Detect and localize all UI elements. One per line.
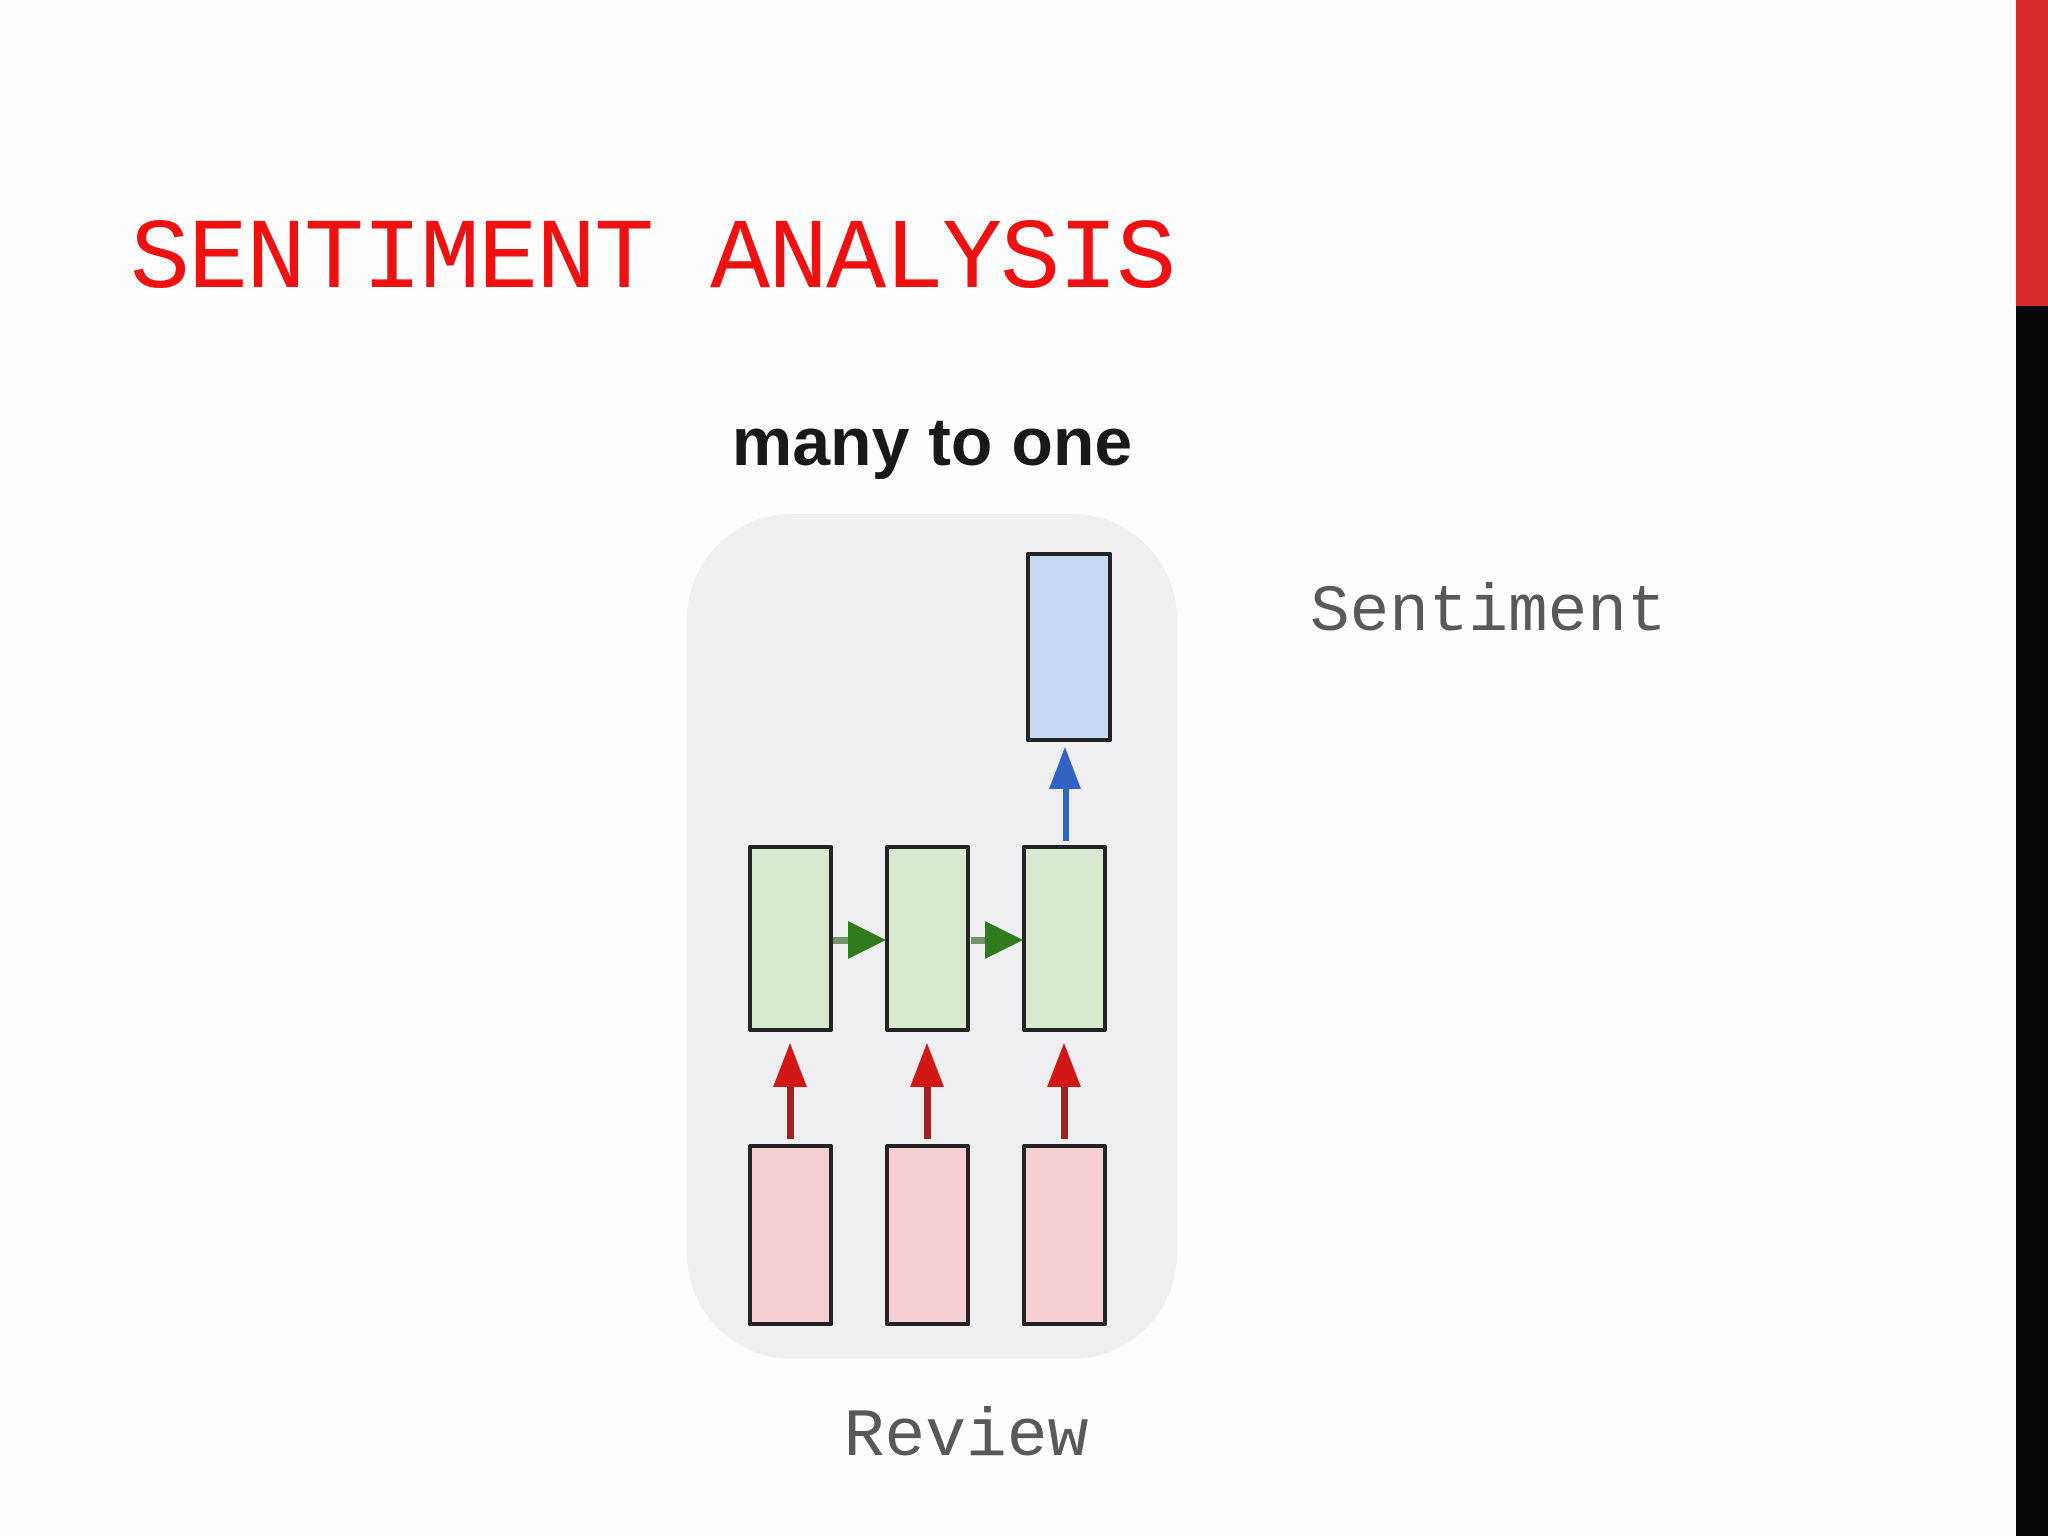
output-box	[1026, 552, 1112, 742]
output-arrow	[1049, 747, 1083, 841]
arrow-head	[1047, 1043, 1081, 1087]
output-label: Sentiment	[1310, 575, 1667, 650]
input-arrow-2	[910, 1043, 944, 1139]
arrow-stem	[1061, 1083, 1068, 1139]
accent-bar-black	[2016, 306, 2048, 1536]
hidden-box-2	[885, 845, 970, 1032]
arrow-head	[848, 921, 886, 959]
accent-bar-red	[2016, 0, 2048, 306]
arrow-head	[1049, 747, 1081, 789]
input-box-3	[1022, 1144, 1107, 1326]
recurrent-arrow-2	[971, 921, 1023, 959]
arrow-head	[985, 921, 1023, 959]
input-label: Review	[843, 1399, 1089, 1476]
input-arrow-3	[1047, 1043, 1081, 1139]
arrow-stem	[787, 1083, 794, 1139]
arrow-stem	[1063, 787, 1069, 841]
recurrent-arrow-1	[833, 921, 886, 959]
arrow-head	[773, 1043, 807, 1087]
arrow-head	[910, 1043, 944, 1087]
slide-title: SENTIMENT ANALYSIS	[130, 205, 1176, 318]
input-box-2	[885, 1144, 970, 1326]
arrow-stem	[833, 937, 857, 944]
hidden-box-3	[1022, 845, 1107, 1032]
input-box-1	[748, 1144, 833, 1326]
arrow-stem	[971, 937, 995, 944]
diagram-caption: many to one	[731, 404, 1133, 480]
hidden-box-1	[748, 845, 833, 1032]
arrow-stem	[924, 1083, 931, 1139]
input-arrow-1	[773, 1043, 807, 1139]
